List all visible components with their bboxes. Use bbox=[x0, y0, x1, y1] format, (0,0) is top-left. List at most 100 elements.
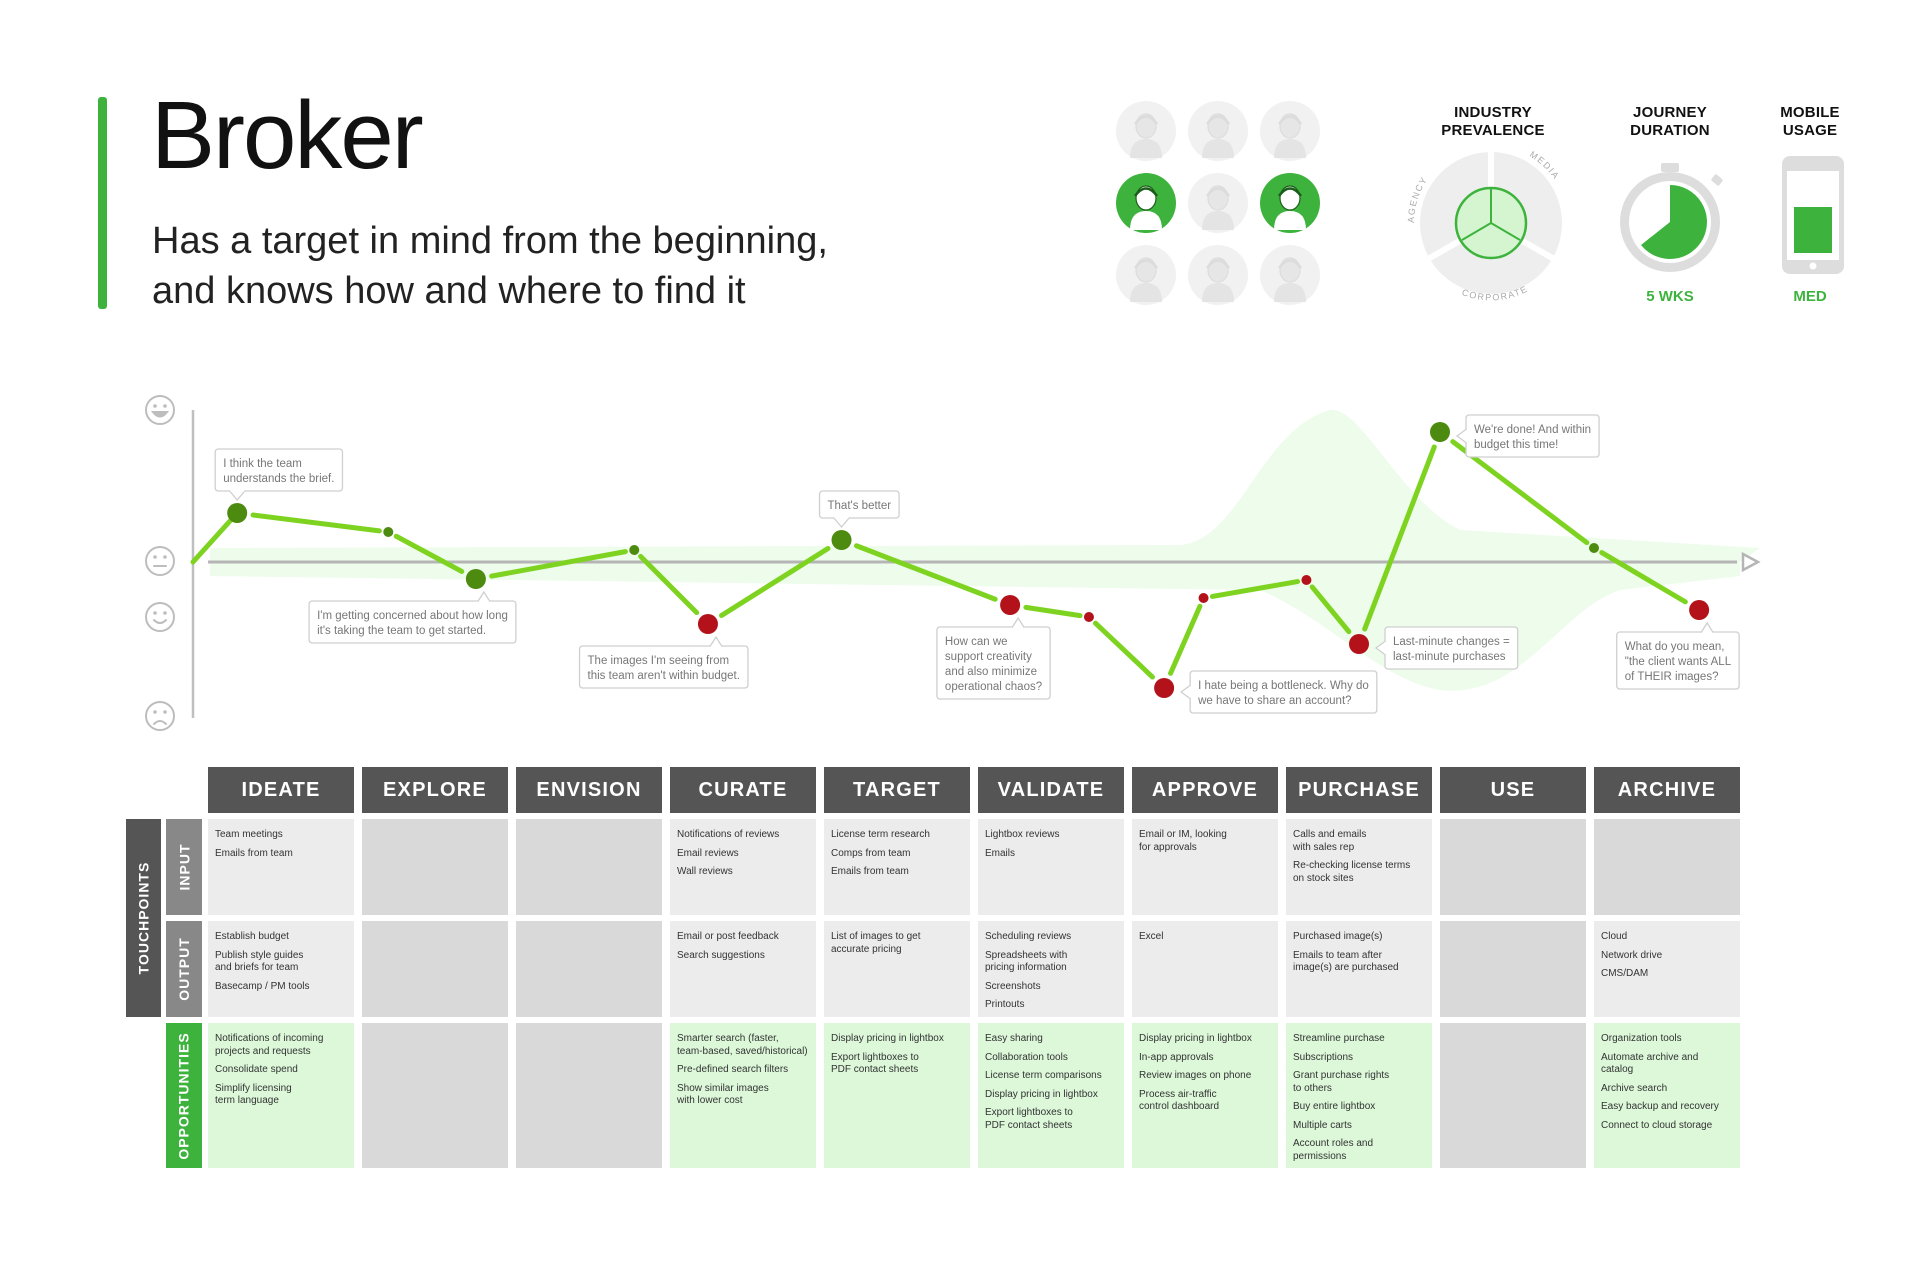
phase-header-target: TARGET bbox=[824, 767, 970, 813]
output-cell bbox=[362, 921, 508, 1017]
callout: Last-minute changes =last-minute purchas… bbox=[1374, 626, 1519, 670]
opportunities-item: Buy entire lightbox bbox=[1293, 1101, 1376, 1112]
phase-header-curate: CURATE bbox=[670, 767, 816, 813]
callout: I'm getting concerned about how longit's… bbox=[308, 590, 517, 644]
input-item: Email or IM, looking for approvals bbox=[1139, 829, 1227, 853]
svg-text:That's better: That's better bbox=[828, 500, 892, 512]
journey-point-negative bbox=[1000, 595, 1021, 615]
input-label: INPUT bbox=[166, 819, 202, 915]
journey-point-negative bbox=[1083, 612, 1094, 622]
journey-line-segment bbox=[1209, 579, 1301, 599]
input-item: Wall reviews bbox=[677, 866, 733, 877]
input-cell bbox=[1440, 819, 1586, 915]
svg-text:I'm getting concerned about ho: I'm getting concerned about how long bbox=[317, 610, 508, 622]
opportunities-cell bbox=[362, 1023, 508, 1168]
svg-text:support creativity: support creativity bbox=[945, 651, 1032, 663]
journey-point-negative bbox=[697, 614, 718, 634]
person-icon bbox=[1188, 173, 1248, 233]
opportunities-item: Notifications of incoming projects and r… bbox=[215, 1033, 324, 1057]
industry-prevalence-label: INDUSTRY PREVALENCE bbox=[1441, 104, 1545, 139]
journey-line-segment bbox=[1450, 439, 1590, 546]
opportunities-item: Display pricing in lightbox bbox=[1139, 1033, 1252, 1044]
opportunities-item: Account roles and permissions bbox=[1293, 1138, 1374, 1162]
output-cell bbox=[516, 921, 662, 1017]
output-item: Establish budget bbox=[215, 931, 289, 942]
input-item: Re-checking license terms on stock sites bbox=[1293, 860, 1411, 884]
output-item: Cloud bbox=[1601, 931, 1628, 942]
callout: What do you mean,"the client wants ALLof… bbox=[1616, 621, 1740, 690]
journey-line-segment bbox=[1168, 603, 1203, 676]
opportunities-item: Consolidate spend bbox=[215, 1064, 298, 1075]
output-item: Email or post feedback bbox=[677, 931, 779, 942]
journey-line-segment bbox=[1023, 604, 1083, 619]
svg-text:"the client wants ALL: "the client wants ALL bbox=[1625, 656, 1732, 668]
journey-line-segment bbox=[1362, 444, 1437, 632]
output-item: Emails to team after image(s) are purcha… bbox=[1293, 949, 1399, 974]
opportunities-item: In-app approvals bbox=[1139, 1051, 1214, 1063]
output-cell bbox=[1440, 921, 1586, 1017]
opportunities-item: Collaboration tools bbox=[985, 1051, 1068, 1063]
output-item: Basecamp / PM tools bbox=[215, 980, 310, 992]
input-item: Comps from team bbox=[831, 847, 911, 859]
neutral-face-icon bbox=[145, 546, 175, 576]
opportunities-item: Connect to cloud storage bbox=[1601, 1119, 1713, 1131]
opportunities-item: Archive search bbox=[1601, 1082, 1668, 1094]
journey-line-segment bbox=[1599, 550, 1688, 605]
output-item: Search suggestions bbox=[677, 949, 765, 961]
svg-text:understands the brief.: understands the brief. bbox=[223, 473, 334, 485]
accent-bar bbox=[98, 97, 107, 309]
opportunities-item: Process air-traffic control dashboard bbox=[1139, 1088, 1220, 1113]
svg-text:we have to share an account?: we have to share an account? bbox=[1197, 695, 1351, 707]
svg-text:Last-minute changes =: Last-minute changes = bbox=[1393, 636, 1510, 648]
input-item: License term research bbox=[831, 829, 930, 840]
output-item: Spreadsheets with pricing information bbox=[985, 949, 1068, 974]
output-item: Network drive bbox=[1601, 949, 1663, 961]
person-icon bbox=[1188, 245, 1248, 305]
journey-point-positive bbox=[227, 503, 248, 523]
opportunities-cell: Notifications of incoming projects and r… bbox=[208, 1023, 354, 1168]
person-icon bbox=[1260, 173, 1320, 233]
opportunities-item: Easy sharing bbox=[985, 1033, 1043, 1044]
journey-point-positive bbox=[1589, 543, 1599, 553]
input-cell bbox=[1594, 819, 1740, 915]
person-icon bbox=[1260, 245, 1320, 305]
opportunities-item: Smarter search (faster, team-based, save… bbox=[677, 1033, 808, 1057]
mobile-usage-label: MOBILE USAGE bbox=[1780, 104, 1840, 139]
stopwatch-icon bbox=[1620, 163, 1723, 272]
phase-header-explore: EXPLORE bbox=[362, 767, 508, 813]
opportunities-label: OPPORTUNITIES bbox=[166, 1023, 202, 1168]
opportunities-item: Display pricing in lightbox bbox=[831, 1033, 944, 1044]
opportunities-item: License term comparisons bbox=[985, 1070, 1102, 1081]
sad-face-icon bbox=[145, 701, 175, 731]
opportunities-item: Grant purchase rights to others bbox=[1293, 1070, 1390, 1094]
input-label-text: INPUT bbox=[176, 843, 192, 891]
journey-point-negative bbox=[1689, 600, 1710, 620]
journey-duration-label: JOURNEY DURATION bbox=[1630, 104, 1710, 139]
svg-text:budget this time!: budget this time! bbox=[1474, 439, 1558, 451]
journey-point-positive bbox=[629, 545, 640, 555]
opportunities-cell bbox=[516, 1023, 662, 1168]
person-icon bbox=[1116, 245, 1176, 305]
phase-header-validate: VALIDATE bbox=[978, 767, 1124, 813]
output-cell: List of images to get accurate pricing bbox=[824, 921, 970, 1017]
input-item: Emails from team bbox=[831, 866, 909, 877]
input-item: Emails from team bbox=[215, 847, 293, 859]
opportunities-item: Show similar images with lower cost bbox=[677, 1082, 769, 1107]
journey-point-negative bbox=[1154, 678, 1175, 698]
person-icon bbox=[1116, 173, 1176, 233]
journey-line-segment bbox=[638, 553, 700, 616]
opportunities-item: Organization tools bbox=[1601, 1033, 1682, 1044]
journey-line-segment bbox=[1309, 584, 1352, 635]
input-cell bbox=[362, 819, 508, 915]
opportunities-item: Review images on phone bbox=[1139, 1070, 1252, 1081]
output-item: Printouts bbox=[985, 999, 1025, 1010]
svg-text:of THEIR images?: of THEIR images? bbox=[1625, 671, 1719, 683]
